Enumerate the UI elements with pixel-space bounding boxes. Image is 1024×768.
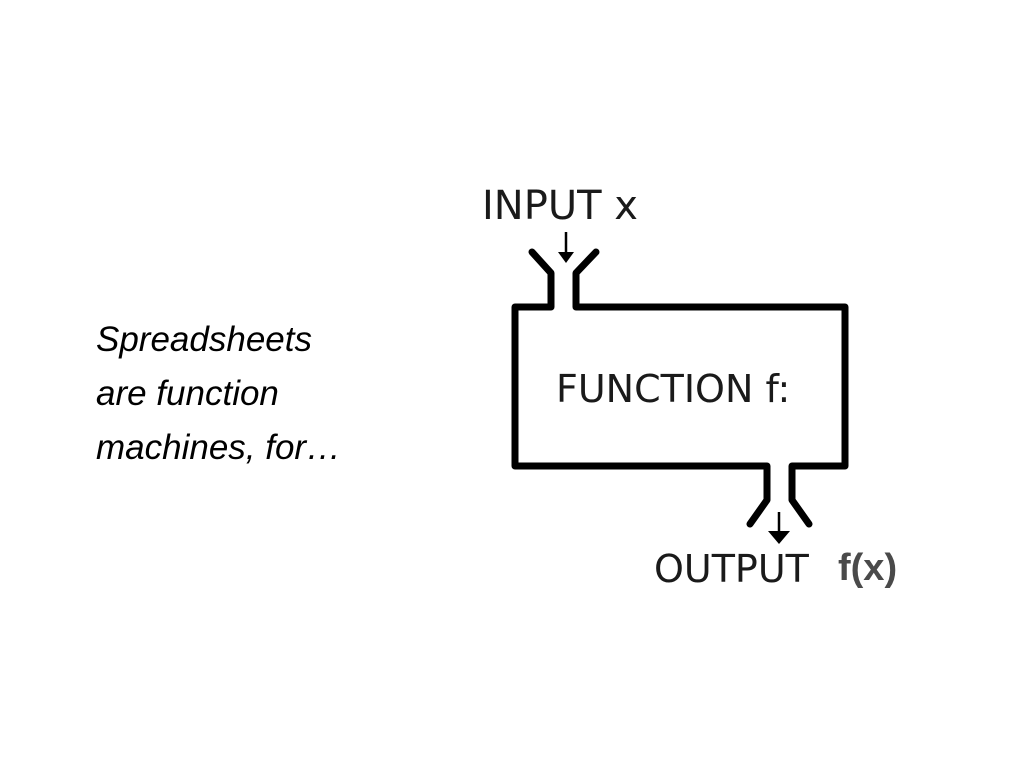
input-arrow-icon [558, 232, 574, 263]
output-arrow-icon [768, 512, 790, 544]
function-machine-box [511, 248, 849, 528]
caption-text: Spreadsheets are function machines, for… [96, 313, 416, 475]
function-label: FUNCTION f: [556, 367, 790, 411]
caption-line-2: are function [96, 374, 279, 413]
output-expression: f(x) [838, 547, 897, 589]
caption-line-3: machines, for… [96, 428, 342, 467]
input-label: INPUT x [482, 183, 638, 229]
output-label: OUTPUT [654, 547, 810, 591]
caption-line-1: Spreadsheets [96, 320, 312, 359]
